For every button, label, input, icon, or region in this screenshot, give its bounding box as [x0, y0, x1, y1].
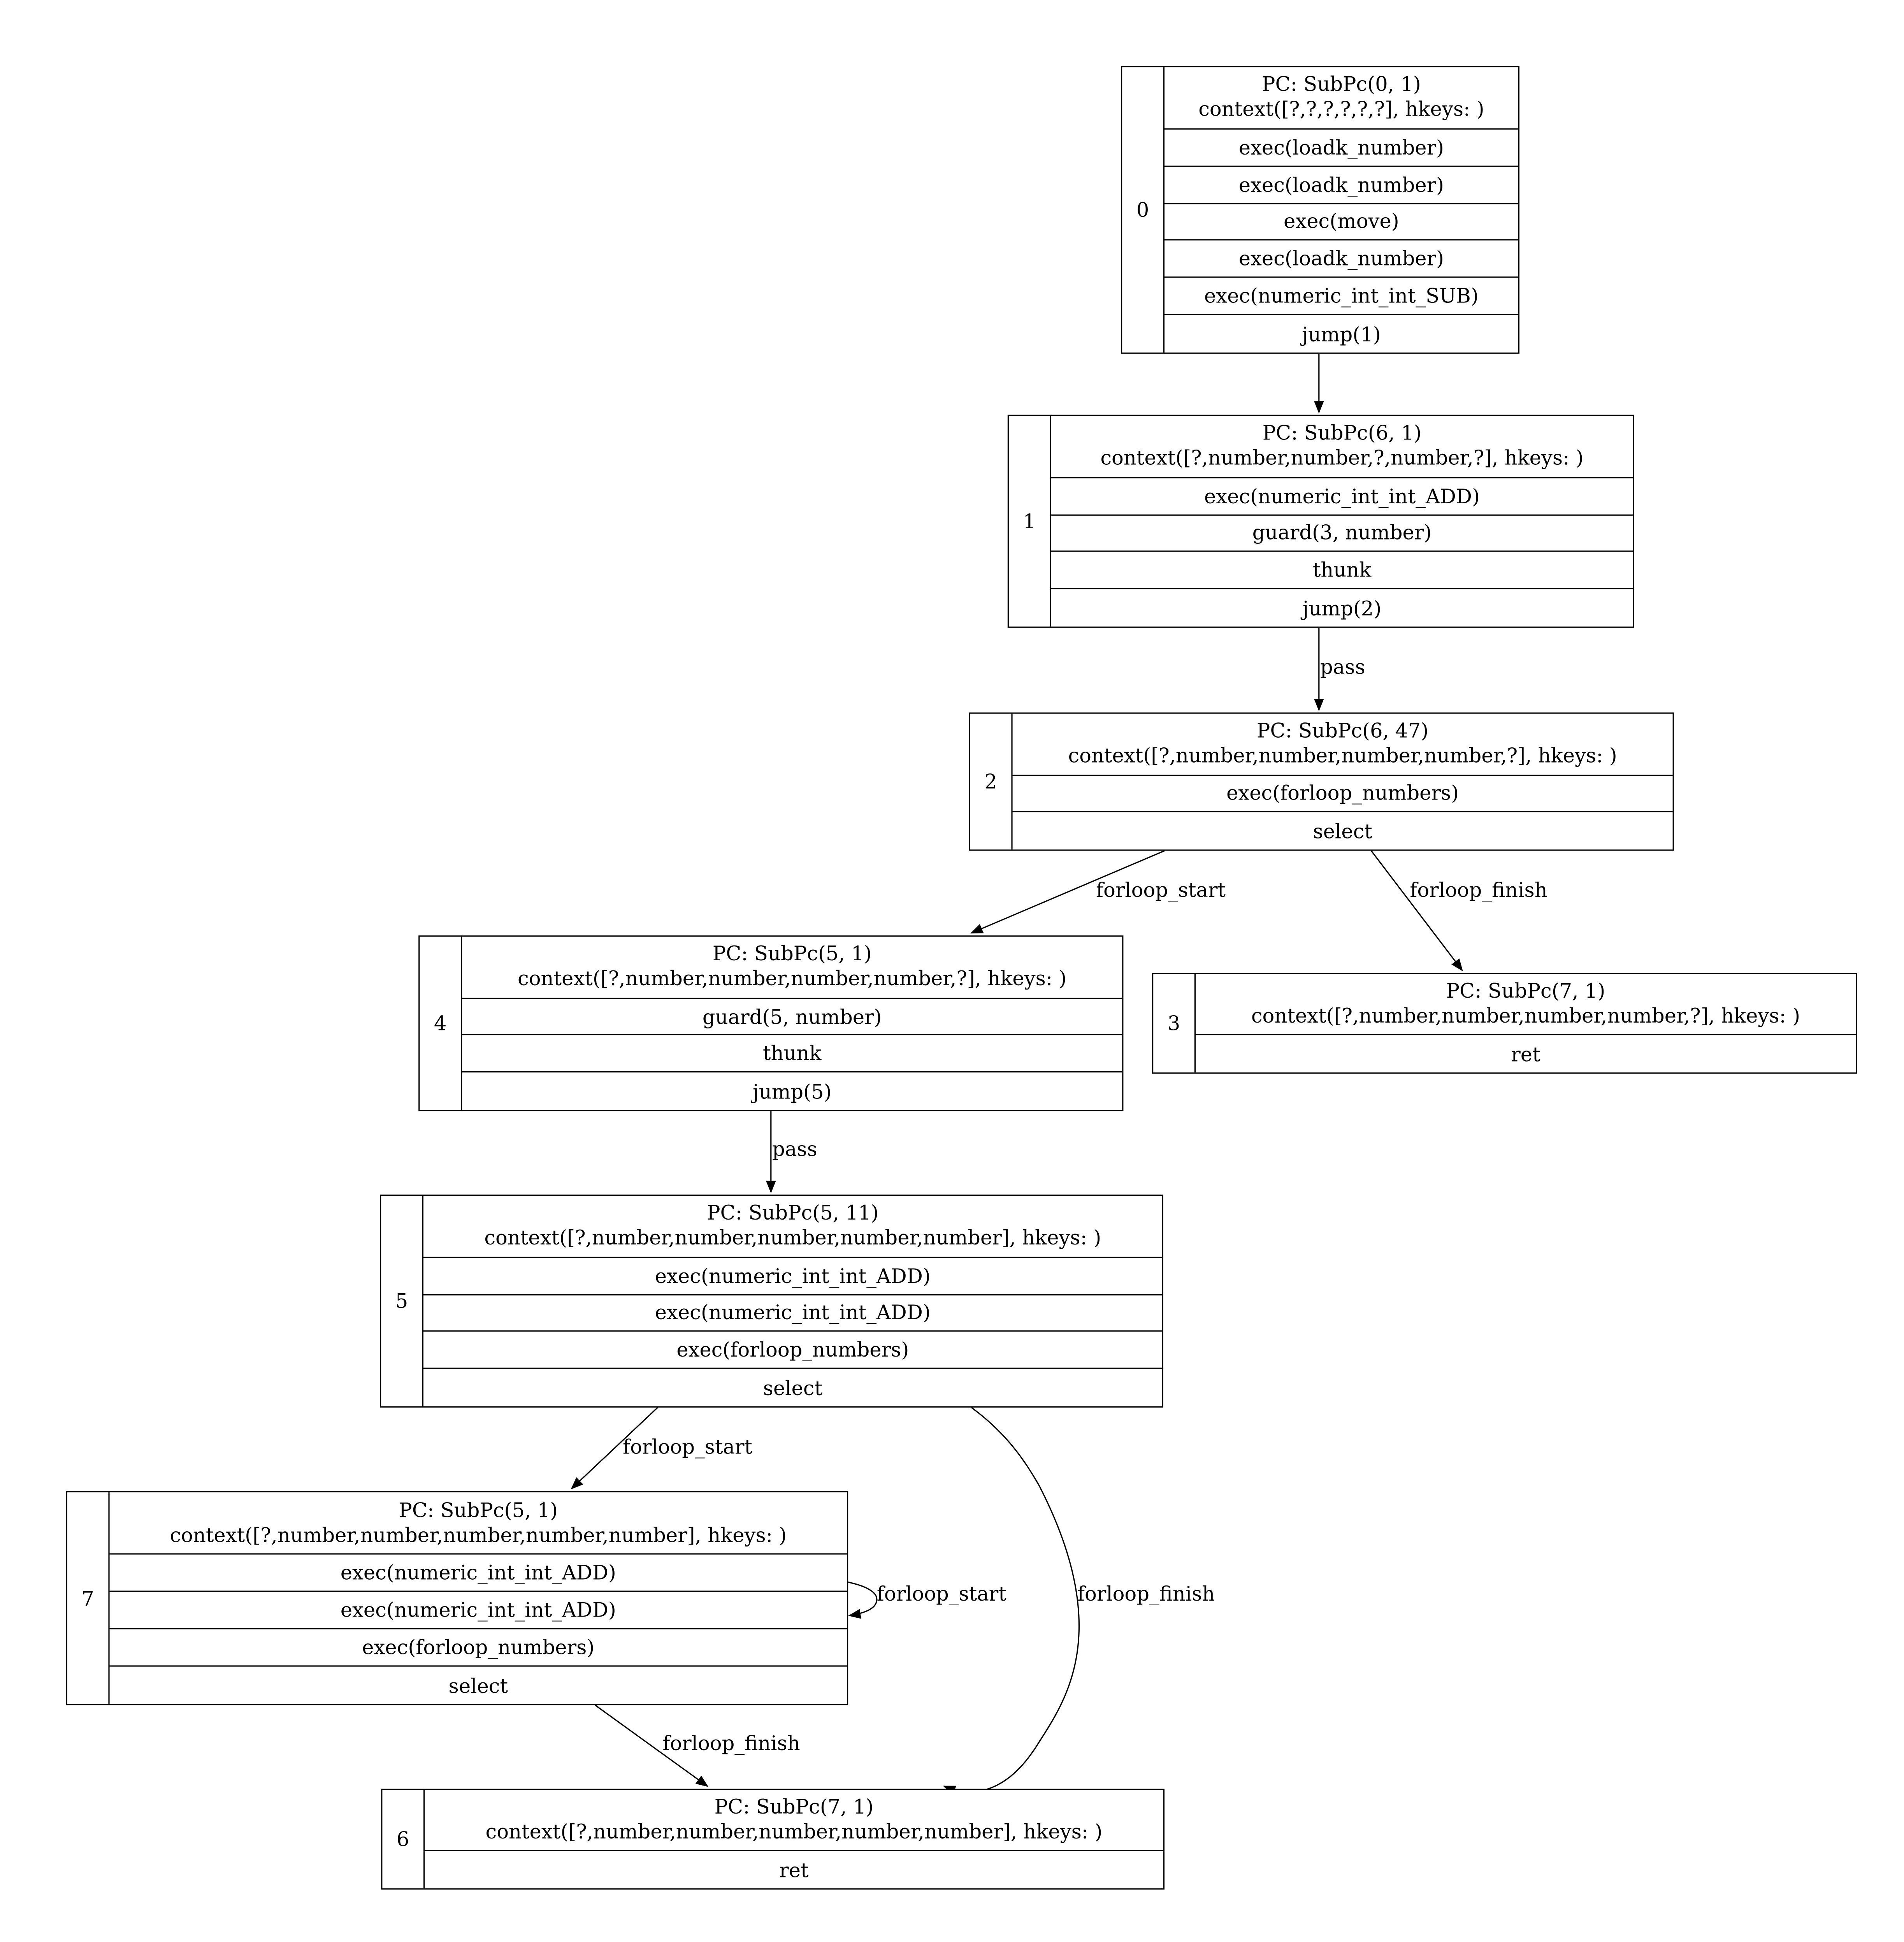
- node-id: 0: [1122, 67, 1165, 353]
- node-7: 7 PC: SubPc(5, 1) context([?,number,numb…: [66, 1491, 848, 1705]
- instruction-row: guard(3, number): [1051, 515, 1633, 552]
- node-id: 2: [970, 714, 1013, 850]
- pc-label: PC: SubPc(5, 11): [707, 1201, 879, 1225]
- node-id: 1: [1009, 416, 1051, 627]
- pc-label: PC: SubPc(7, 1): [714, 1795, 874, 1819]
- edge-5-to-7: [571, 1407, 658, 1490]
- context-label: context([?,number,number,number,number,n…: [170, 1523, 787, 1547]
- edge-label-7-to-6: forloop_finish: [662, 1732, 800, 1755]
- pc-label: PC: SubPc(6, 1): [1262, 421, 1422, 445]
- node-2: 2 PC: SubPc(6, 47) context([?,number,num…: [969, 712, 1674, 851]
- instruction-row: exec(loadk_number): [1165, 129, 1518, 167]
- edge-label-2-to-4: forloop_start: [1096, 879, 1226, 902]
- instruction-row: exec(numeric_int_int_ADD): [423, 1258, 1162, 1295]
- instruction-row: exec(forloop_numbers): [423, 1332, 1162, 1369]
- instruction-row: thunk: [1051, 552, 1633, 590]
- node-header: PC: SubPc(6, 47) context([?,number,numbe…: [1012, 714, 1673, 776]
- instruction-row: exec(numeric_int_int_ADD): [109, 1555, 847, 1592]
- instruction-row: jump(1): [1302, 322, 1381, 346]
- node-id: 6: [382, 1790, 425, 1889]
- instruction-row: ret: [779, 1858, 809, 1882]
- instruction-row: exec(forloop_numbers): [1012, 775, 1673, 813]
- edge-label-5-to-6: forloop_finish: [1077, 1582, 1215, 1606]
- edge-label-1-to-2: pass: [1320, 656, 1365, 679]
- instruction-row: jump(2): [1302, 596, 1382, 620]
- instruction-row: exec(numeric_int_int_SUB): [1165, 278, 1518, 316]
- instruction-row: exec(numeric_int_int_ADD): [1051, 478, 1633, 515]
- node-header: PC: SubPc(0, 1) context([?,?,?,?,?,?], h…: [1165, 67, 1518, 130]
- edge-label-5-to-7: forloop_start: [623, 1435, 752, 1459]
- node-header: PC: SubPc(6, 1) context([?,number,number…: [1051, 416, 1633, 478]
- node-header: PC: SubPc(5, 11) context([?,number,numbe…: [423, 1196, 1162, 1258]
- node-header: PC: SubPc(7, 1) context([?,number,number…: [1196, 974, 1856, 1036]
- context-label: context([?,number,number,number,number,n…: [485, 1820, 1103, 1844]
- edge-7-to-6: [595, 1705, 709, 1787]
- node-4: 4 PC: SubPc(5, 1) context([?,number,numb…: [418, 935, 1124, 1111]
- pc-label: PC: SubPc(5, 1): [399, 1498, 558, 1522]
- node-6: 6 PC: SubPc(7, 1) context([?,number,numb…: [381, 1789, 1165, 1890]
- node-1: 1 PC: SubPc(6, 1) context([?,number,numb…: [1007, 415, 1634, 628]
- context-label: context([?,number,number,number,number,?…: [1068, 744, 1617, 768]
- node-header: PC: SubPc(7, 1) context([?,number,number…: [425, 1790, 1163, 1852]
- instruction-row: exec(move): [1165, 204, 1518, 241]
- instruction-row: ret: [1511, 1042, 1540, 1066]
- context-label: context([?,number,number,?,number,?], hk…: [1100, 446, 1584, 470]
- edge-label-7-self: forloop_start: [877, 1582, 1006, 1606]
- node-5: 5 PC: SubPc(5, 11) context([?,number,num…: [380, 1194, 1163, 1408]
- pc-label: PC: SubPc(5, 1): [712, 942, 872, 966]
- node-id: 4: [420, 937, 462, 1110]
- instruction-row: select: [1313, 819, 1372, 843]
- instruction-row: thunk: [462, 1036, 1122, 1073]
- instruction-row: select: [763, 1376, 823, 1400]
- instruction-row: exec(loadk_number): [1165, 241, 1518, 278]
- edge-7-self: [847, 1581, 878, 1619]
- edge-2-to-3: [1370, 850, 1463, 972]
- edge-5-to-6: [943, 1407, 1080, 1795]
- context-label: context([?,number,number,number,number,n…: [484, 1226, 1101, 1250]
- node-0: 0 PC: SubPc(0, 1) context([?,?,?,?,?,?],…: [1121, 66, 1519, 354]
- node-header: PC: SubPc(5, 1) context([?,number,number…: [462, 937, 1122, 999]
- node-3: 3 PC: SubPc(7, 1) context([?,number,numb…: [1152, 973, 1857, 1074]
- instruction-row: select: [448, 1673, 508, 1697]
- pc-label: PC: SubPc(7, 1): [1446, 979, 1605, 1003]
- node-id: 5: [381, 1196, 423, 1406]
- instruction-row: guard(5, number): [462, 998, 1122, 1036]
- edge-label-4-to-5: pass: [772, 1138, 817, 1161]
- context-label: context([?,number,number,number,number,?…: [1251, 1004, 1800, 1028]
- node-id: 3: [1153, 974, 1196, 1073]
- node-id: 7: [67, 1492, 110, 1704]
- edge-2-to-4: [970, 850, 1165, 934]
- pc-label: PC: SubPc(6, 47): [1256, 719, 1429, 743]
- instruction-row: exec(numeric_int_int_ADD): [109, 1592, 847, 1629]
- instruction-row: exec(forloop_numbers): [109, 1629, 847, 1667]
- edge-label-2-to-3: forloop_finish: [1410, 879, 1547, 902]
- node-header: PC: SubPc(5, 1) context([?,number,number…: [109, 1492, 847, 1555]
- instruction-row: jump(5): [752, 1079, 832, 1103]
- context-label: context([?,?,?,?,?,?], hkeys: ): [1198, 97, 1484, 121]
- instruction-row: exec(numeric_int_int_ADD): [423, 1295, 1162, 1332]
- pc-label: PC: SubPc(0, 1): [1262, 72, 1421, 97]
- context-label: context([?,number,number,number,number,?…: [518, 967, 1067, 991]
- instruction-row: exec(loadk_number): [1165, 167, 1518, 204]
